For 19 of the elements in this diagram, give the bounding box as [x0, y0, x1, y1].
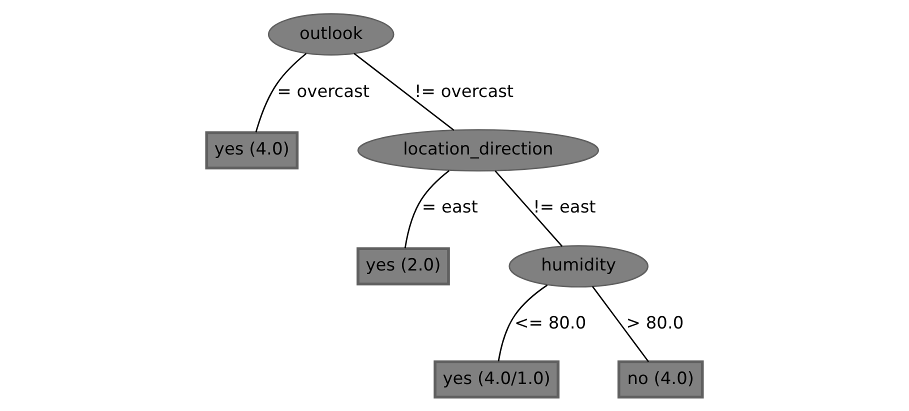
node-box: yes (4.0/1.0) [434, 360, 560, 399]
edge-label: != overcast [414, 82, 514, 102]
edge-label: = overcast [277, 82, 370, 102]
connector [404, 170, 450, 248]
node-box: yes (4.0) [205, 131, 299, 170]
connector [354, 52, 454, 131]
edge-label: = east [422, 198, 478, 218]
connector [592, 286, 650, 362]
node-ellipse: outlook [268, 13, 394, 56]
edge-label: <= 80.0 [514, 314, 586, 334]
connector [494, 170, 563, 247]
node-ellipse: location_direction [357, 129, 599, 172]
connector [498, 284, 548, 362]
edge-label: > 80.0 [626, 314, 684, 334]
node-box: no (4.0) [618, 360, 704, 399]
node-ellipse: humidity [508, 245, 649, 288]
connector [255, 52, 307, 132]
edge-label: != east [533, 198, 596, 218]
node-box: yes (2.0) [356, 247, 450, 286]
